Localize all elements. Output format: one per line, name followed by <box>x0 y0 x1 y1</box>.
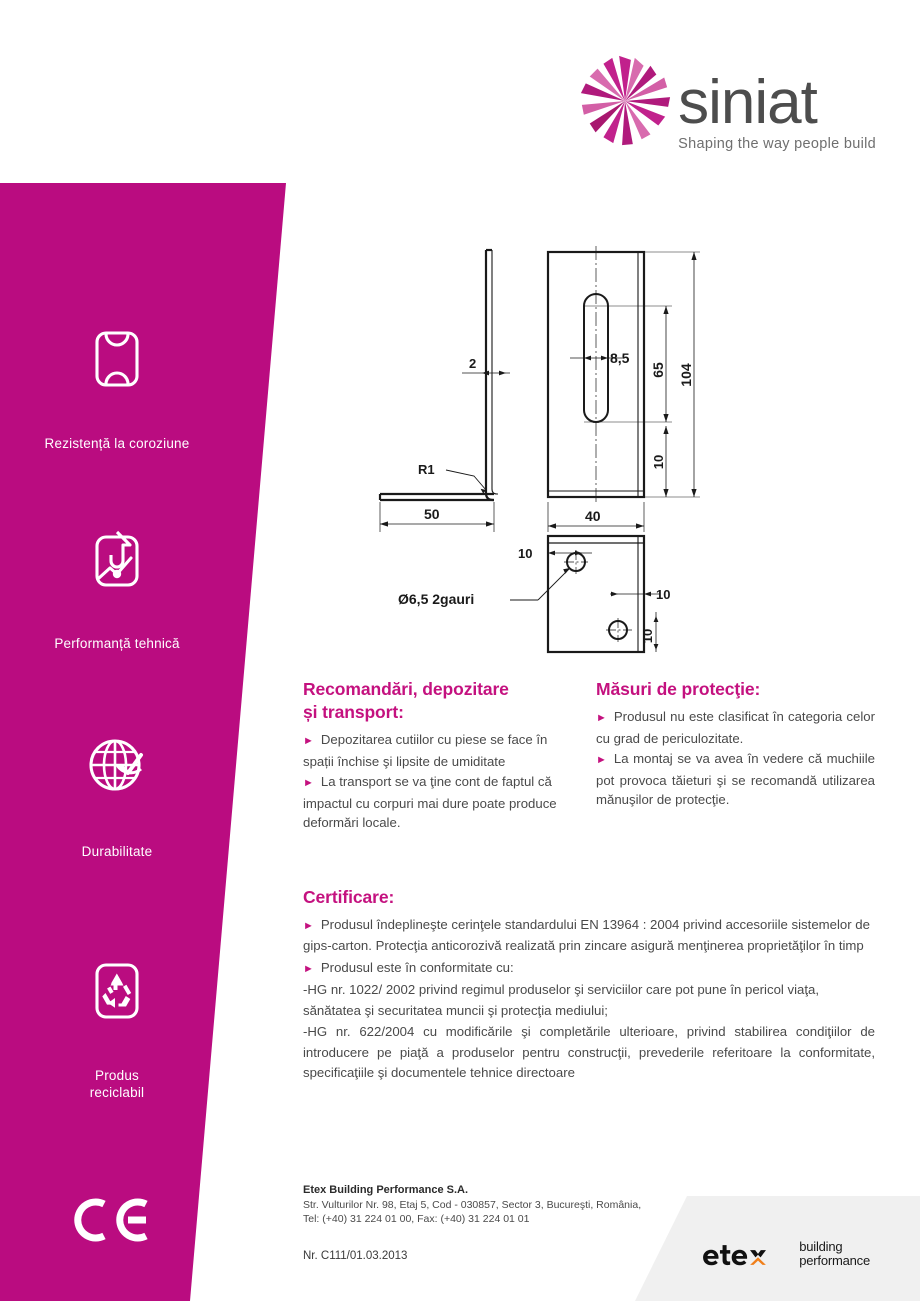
certification-item-1: -HG nr. 1022/ 2002 privind regimul produ… <box>303 982 820 1018</box>
technical-performance-icon-reflection <box>86 591 148 625</box>
corrosion-resistance-icon-reflection <box>86 391 148 425</box>
section-title-protection: Măsuri de protecţie: <box>596 679 761 699</box>
sidebar-item-label: Performanță tehnică <box>54 636 180 651</box>
section-protection: Măsuri de protecţie: ►Produsul nu este c… <box>596 678 875 834</box>
section-storage: Recomandări, depozitare și transport: ►D… <box>303 678 578 834</box>
content-area: Recomandări, depozitare și transport: ►D… <box>303 678 875 1085</box>
bullet-icon: ► <box>596 754 607 766</box>
technical-drawing-bracket: 2 R1 50 8,5 65 <box>370 240 710 670</box>
sidebar-item-label: Durabilitate <box>81 844 153 859</box>
section-certification: Certificare: ►Produsul îndeplineşte ceri… <box>303 886 875 1084</box>
footer-contact: Tel: (+40) 31 224 01 00, Fax: (+40) 31 2… <box>303 1213 530 1225</box>
etex-tagline: building performance <box>799 1240 870 1268</box>
siniat-wordmark: siniat <box>678 68 818 137</box>
footer-company-name: Etex Building Performance S.A. <box>303 1184 469 1196</box>
certification-bullet-2: ►Produsul este în conformitate cu: <box>303 959 514 975</box>
svg-text:2: 2 <box>469 356 476 371</box>
sidebar-item-recyclable: Produs reciclabil <box>0 960 242 1101</box>
storage-bullet-1: ►Depozitarea cutiilor cu piese se face î… <box>303 732 548 769</box>
certification-item-2: -HG nr. 622/2004 cu modificările şi comp… <box>303 1024 875 1080</box>
svg-text:50: 50 <box>424 506 440 522</box>
siniat-tagline: Shaping the way people build <box>678 136 876 152</box>
recyclable-icon-reflection <box>86 1023 148 1057</box>
etex-logo: building performance <box>697 1239 870 1269</box>
etex-footer-shape <box>635 1196 920 1301</box>
svg-text:10: 10 <box>640 629 655 643</box>
sidebar-item-technical-performance: Performanță tehnică <box>0 528 242 652</box>
siniat-logo: siniat Shaping the way people build <box>576 52 876 152</box>
bullet-icon: ► <box>596 712 607 724</box>
svg-text:R1: R1 <box>418 462 435 477</box>
footer-address: Str. Vulturilor Nr. 98, Etaj 5, Cod - 03… <box>303 1199 642 1211</box>
corrosion-resistance-icon <box>86 328 148 390</box>
etex-tagline-line1: building <box>799 1239 843 1254</box>
etex-wordmark <box>697 1239 789 1269</box>
svg-text:104: 104 <box>678 363 694 387</box>
recyclable-icon <box>86 960 148 1022</box>
svg-text:40: 40 <box>585 508 601 524</box>
bullet-icon: ► <box>303 919 314 932</box>
bullet-icon: ► <box>303 962 314 975</box>
bullet-icon: ► <box>303 735 314 747</box>
svg-text:10: 10 <box>656 587 670 602</box>
svg-text:65: 65 <box>650 362 666 378</box>
two-column-sections: Recomandări, depozitare și transport: ►D… <box>303 678 875 834</box>
svg-text:Ø6,5 2gauri: Ø6,5 2gauri <box>398 591 474 607</box>
durability-globe-icon <box>86 736 148 798</box>
protection-bullet-1: ►Produsul nu este clasificat în categori… <box>596 709 875 746</box>
ce-mark-icon <box>74 1196 150 1249</box>
sidebar-feature-list: Rezistență la coroziune Performanță tehn… <box>0 183 260 1301</box>
protection-bullet-2: ►La montaj se va avea în vedere că muchi… <box>596 751 875 807</box>
sidebar-item-label: Produs reciclabil <box>89 1068 145 1100</box>
svg-text:8,5: 8,5 <box>610 350 630 366</box>
siniat-starburst-icon <box>576 52 674 150</box>
section-title-certification: Certificare: <box>303 886 395 907</box>
footer-document-number: Nr. C111/01.03.2013 <box>303 1250 408 1262</box>
sidebar-item-corrosion-resistance: Rezistență la coroziune <box>0 328 242 452</box>
svg-text:10: 10 <box>651 455 666 469</box>
footer-company-info: Etex Building Performance S.A. Str. Vult… <box>303 1183 641 1262</box>
storage-bullet-2: ►La transport se va ţine cont de faptul … <box>303 774 557 830</box>
sidebar-item-durability: Durabilitate <box>0 736 242 860</box>
sidebar-item-label: Rezistență la coroziune <box>44 436 190 451</box>
bullet-icon: ► <box>303 777 314 789</box>
etex-tagline-line2: performance <box>799 1253 870 1268</box>
technical-performance-icon <box>86 528 148 590</box>
durability-globe-icon-reflection <box>86 799 148 833</box>
svg-text:10: 10 <box>518 546 532 561</box>
section-title-storage: Recomandări, depozitare și transport: <box>303 679 509 722</box>
certification-bullet-1: ►Produsul îndeplineşte cerinţele standar… <box>303 916 870 954</box>
